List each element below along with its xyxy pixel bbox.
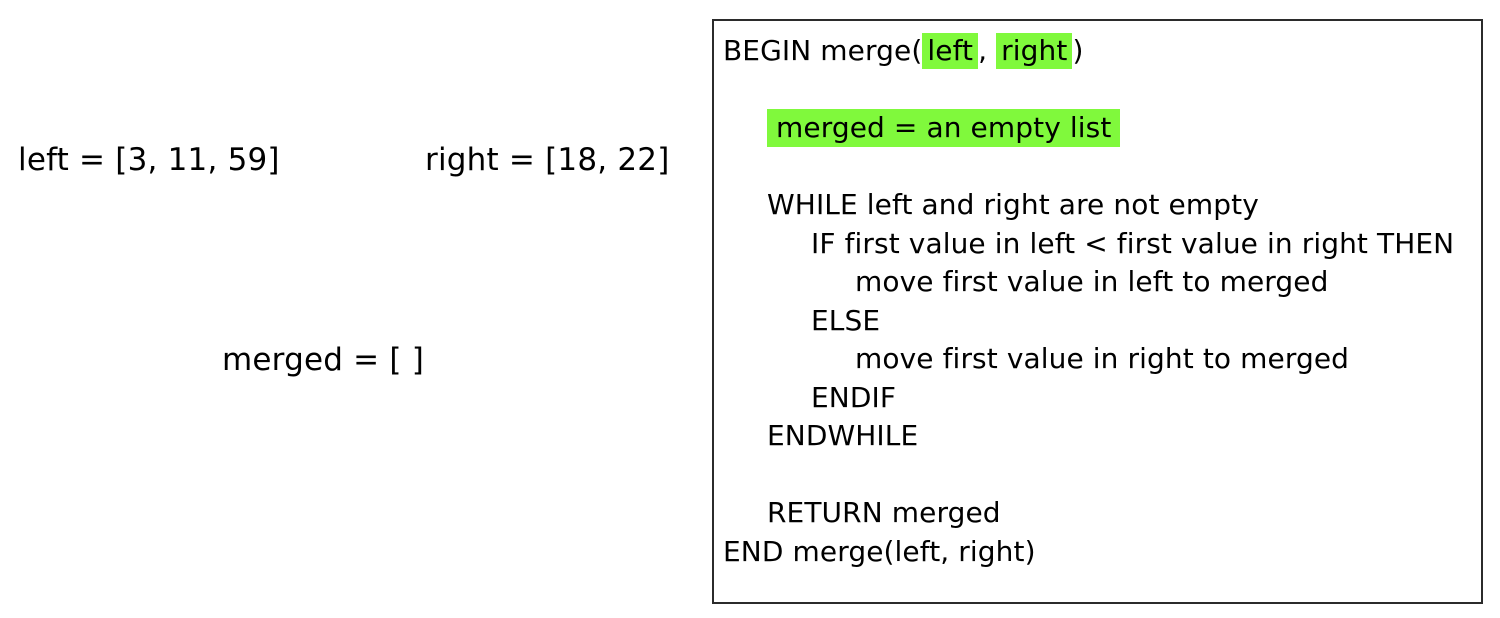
code-merged-init-text: merged = an empty list <box>767 109 1121 147</box>
pseudocode-box: BEGIN merge(left, right) merged = an emp… <box>712 19 1483 604</box>
code-line-begin: BEGIN merge(left, right) <box>723 32 1454 71</box>
code-line-spacer-1 <box>723 71 1454 110</box>
pseudocode-listing: BEGIN merge(left, right) merged = an emp… <box>714 21 1454 571</box>
code-line-move-left: move first value in left to merged <box>855 265 1329 298</box>
code-line-endif: ENDIF <box>811 380 897 414</box>
code-line-merged-init: merged = an empty list <box>723 109 1454 148</box>
code-line-if: IF first value in left < first value in … <box>811 226 1455 260</box>
merged-variable-value: merged = [ ] <box>222 342 425 378</box>
code-begin-param-left: left <box>922 33 979 69</box>
code-line-endwhile: ENDWHILE <box>767 419 919 452</box>
code-line-end: END merge(left, right) <box>723 534 1036 568</box>
code-begin-suffix: ) <box>1072 34 1084 67</box>
code-line-while: WHILE left and right are not empty <box>767 188 1259 221</box>
left-variable-value: left = [3, 11, 59] <box>18 142 280 178</box>
code-line-return: RETURN merged <box>767 496 1001 529</box>
code-line-spacer-3 <box>723 456 1454 495</box>
code-begin-param-right: right <box>996 33 1073 69</box>
code-line-spacer-2 <box>723 148 1454 187</box>
code-begin-prefix: BEGIN merge( <box>723 34 923 67</box>
variable-state-panel: left = [3, 11, 59] right = [18, 22] merg… <box>0 0 700 618</box>
right-variable-value: right = [18, 22] <box>425 142 670 178</box>
code-begin-separator: , <box>978 34 988 67</box>
code-line-else: ELSE <box>811 303 881 337</box>
code-line-move-right: move first value in right to merged <box>855 342 1350 375</box>
